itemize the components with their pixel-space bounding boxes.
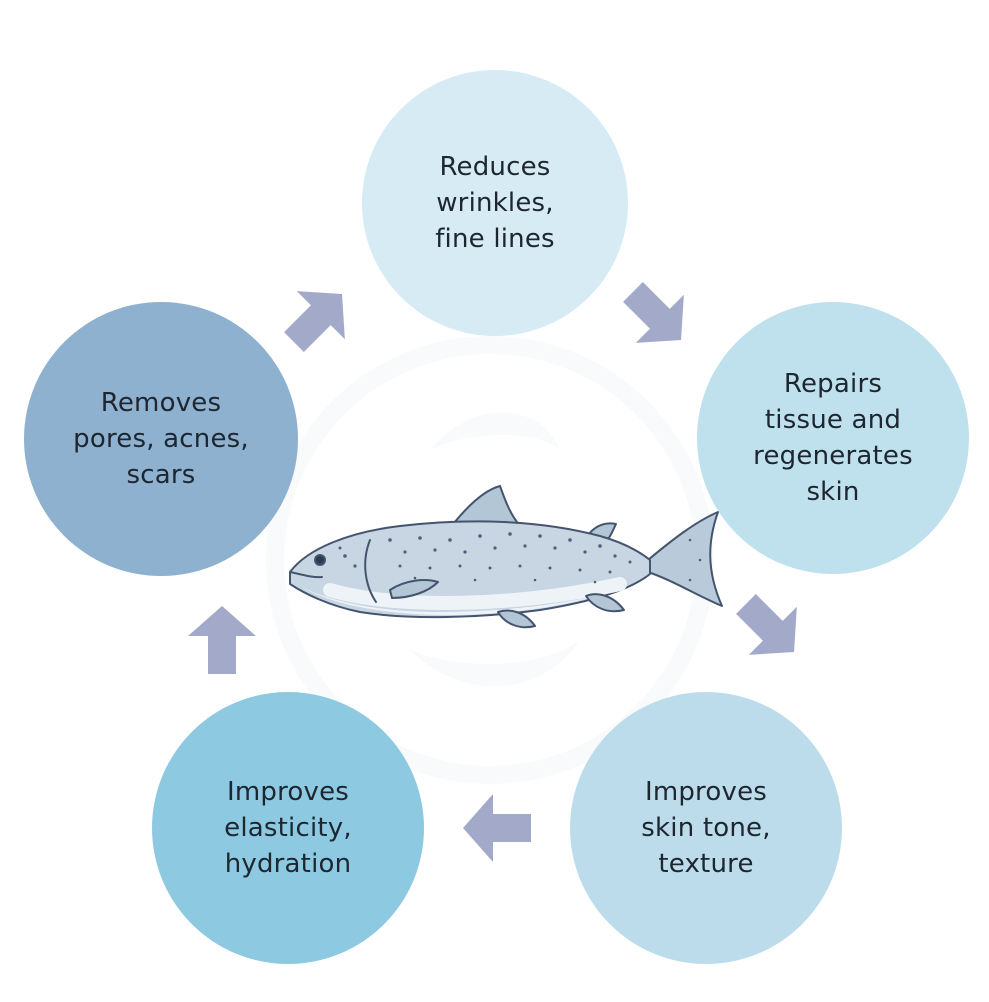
- cycle-arrows: [188, 282, 797, 862]
- benefit-label: Removes pores, acnes, scars: [73, 385, 249, 493]
- salmon-fish-icon: [289, 485, 723, 629]
- benefit-label-line: tissue and: [764, 405, 902, 435]
- benefit-label-line: Removes: [100, 388, 222, 418]
- benefit-label-line: Improves: [226, 777, 350, 807]
- benefit-label-line: pores, acnes,: [73, 424, 249, 454]
- fish-belly: [300, 586, 610, 616]
- fish-tail: [647, 511, 723, 607]
- cycle-arrow-icon: [284, 291, 345, 352]
- cycle-arrow-icon: [188, 606, 256, 674]
- benefit-circle-reduces-wrinkles: Reduces wrinkles, fine lines: [362, 70, 628, 336]
- benefit-label: Repairs tissue and regenerates skin: [753, 366, 913, 510]
- fish-dorsal-fin: [449, 485, 521, 529]
- benefit-label-line: regenerates: [753, 441, 913, 471]
- cycle-arrow-icon: [623, 282, 684, 343]
- cycle-arrow-icon: [736, 594, 797, 655]
- cycle-arrow-icon: [463, 794, 531, 862]
- benefit-label-line: skin: [806, 477, 860, 507]
- benefit-label: Reduces wrinkles, fine lines: [435, 149, 555, 257]
- benefit-label-line: skin tone,: [641, 813, 771, 843]
- benefit-label-line: Reduces: [439, 152, 551, 182]
- benefit-label-line: scars: [126, 460, 196, 490]
- benefit-label-line: wrinkles,: [436, 188, 554, 218]
- benefit-label: Improves skin tone, texture: [641, 774, 770, 882]
- benefit-label-line: fine lines: [435, 224, 555, 254]
- benefit-label-line: texture: [658, 849, 754, 879]
- benefit-label-line: elasticity,: [224, 813, 352, 843]
- benefit-label: Improves elasticity, hydration: [224, 774, 352, 882]
- benefit-circle-improves-skin-tone: Improves skin tone, texture: [570, 692, 842, 964]
- benefit-circle-repairs-tissue: Repairs tissue and regenerates skin: [697, 302, 969, 574]
- benefit-circle-removes-pores: Removes pores, acnes, scars: [24, 302, 298, 576]
- benefit-label-line: Improves: [644, 777, 768, 807]
- benefit-circle-improves-elasticity: Improves elasticity, hydration: [152, 692, 424, 964]
- fish-eye: [314, 554, 326, 566]
- fish-spots: [338, 532, 702, 584]
- benefit-label-line: Repairs: [783, 369, 883, 399]
- benefit-label-line: hydration: [224, 849, 352, 879]
